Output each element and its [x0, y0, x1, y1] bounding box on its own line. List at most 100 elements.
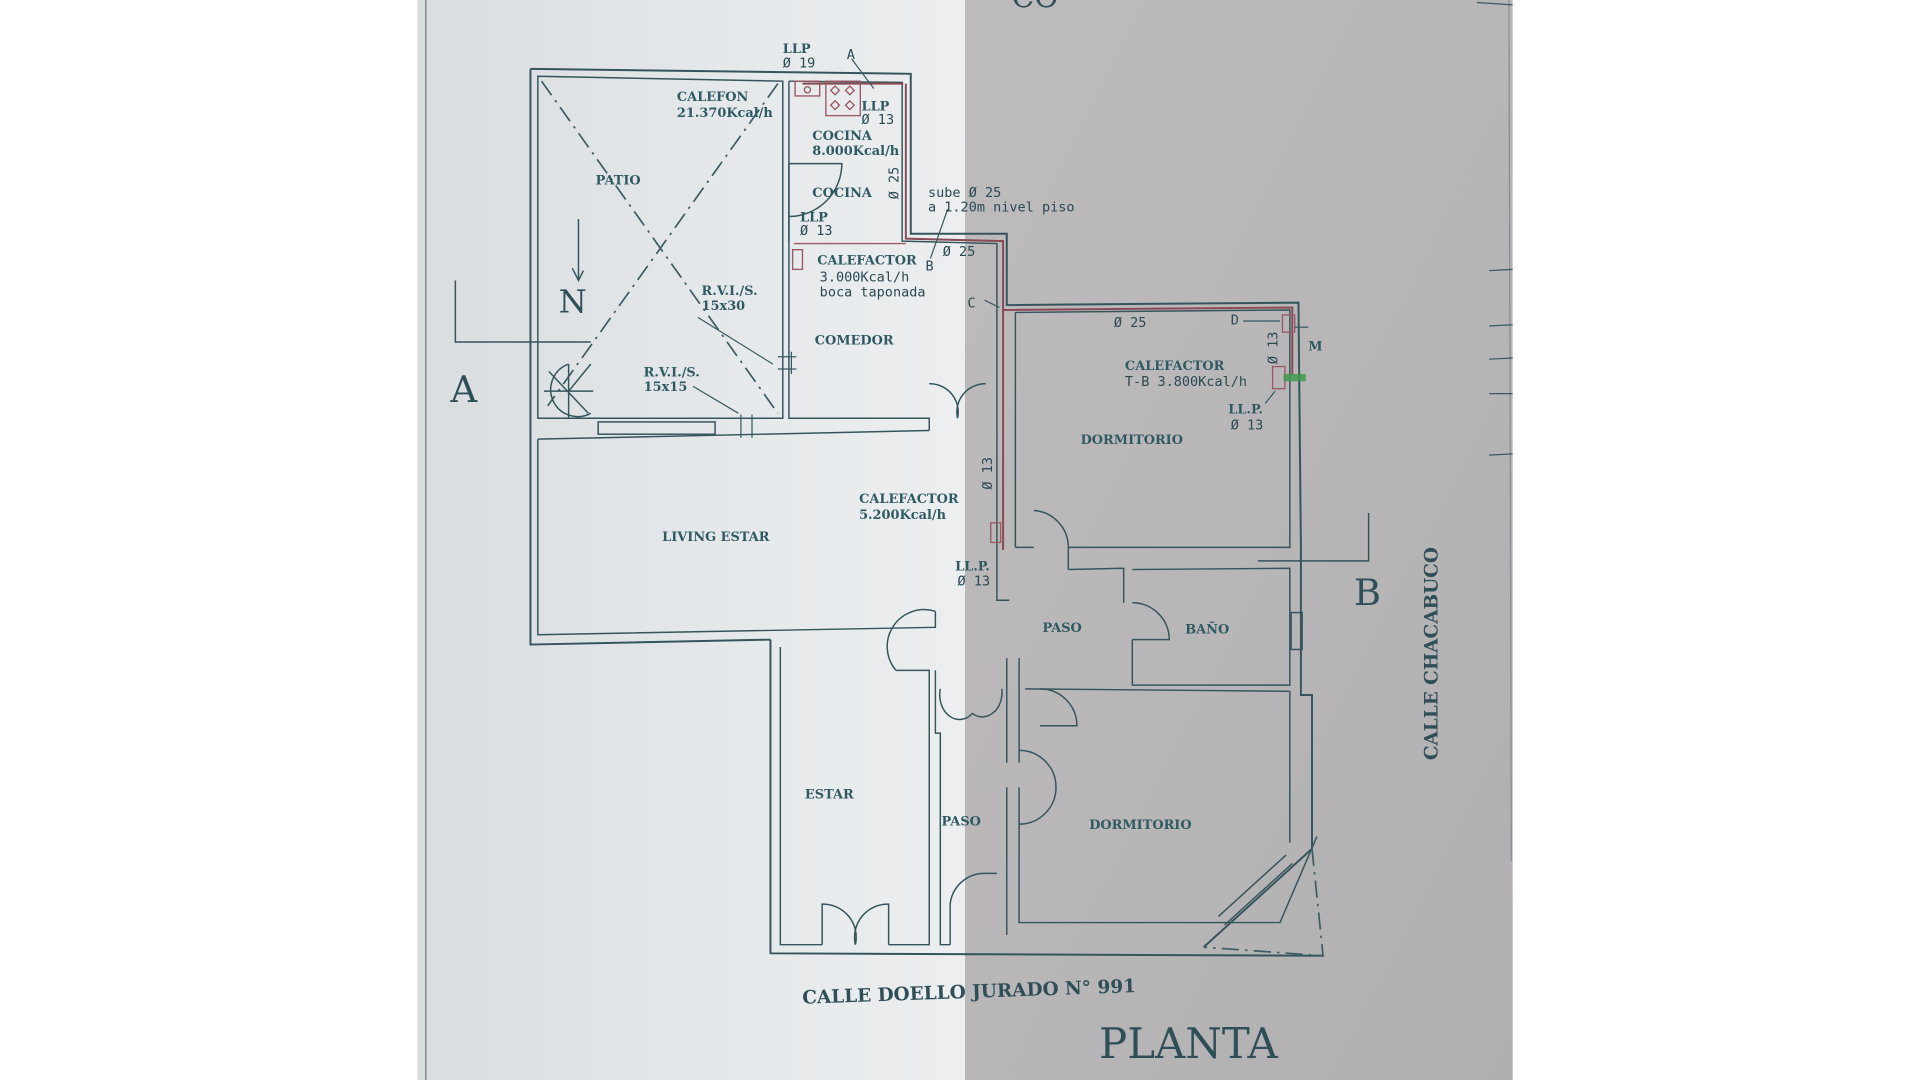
- meter-valve: [1283, 373, 1306, 382]
- north-arrow: [571, 218, 585, 283]
- paso-wall: [934, 670, 951, 946]
- stove-burners: [829, 85, 856, 111]
- estar-wall: [888, 669, 930, 946]
- llp-13-cocina-diameter: Ø 13: [862, 112, 895, 128]
- window: [597, 421, 716, 435]
- room-bano: BAÑO: [1185, 621, 1229, 637]
- point-c: C: [967, 296, 975, 312]
- stove-symbol: [825, 80, 861, 117]
- leader-llp: [1264, 390, 1276, 404]
- room-comedor: COMEDOR: [815, 333, 894, 348]
- section-label-b: B: [1354, 571, 1381, 614]
- outer-wall: [530, 67, 1302, 548]
- vent-15x15: [740, 414, 753, 438]
- patio-wall: [537, 75, 784, 419]
- gas-pipe-main: [904, 83, 1005, 550]
- estar-wall: [769, 639, 1324, 957]
- point-d: D: [1231, 313, 1239, 329]
- plan-title: PLANTA: [1099, 1019, 1278, 1068]
- llp-13-comedor-label: LLP: [800, 210, 828, 225]
- llp-19-diameter: Ø 19: [783, 56, 816, 72]
- patio-diagonal: [546, 83, 779, 407]
- grid-sheet-line: [1489, 268, 1513, 272]
- calefactor-symbol: [990, 522, 1002, 544]
- calefactor-comedor-power: 3.000Kcal/h: [820, 270, 910, 286]
- meter-box: [1281, 314, 1296, 333]
- patio-diagonal: [540, 80, 779, 414]
- gas-pipe-dormitorio: [1003, 306, 1294, 376]
- riser-note-1: sube Ø 25: [928, 185, 1001, 201]
- grid-sheet-line: [1476, 1, 1513, 6]
- paso-wall: [1006, 658, 1318, 935]
- kitchen-wall: [788, 80, 1010, 602]
- chamfer-window: [1217, 854, 1293, 926]
- chamfer-wall: [1203, 848, 1313, 948]
- room-patio: PATIO: [596, 174, 641, 189]
- top-heading-fragment: CO: [1012, 0, 1059, 14]
- calefactor-dormitorio-name: CALEFACTOR: [1125, 359, 1225, 374]
- llp-19-label: LLP: [783, 42, 811, 57]
- pipe-25-horizontal: Ø 25: [943, 244, 976, 260]
- paper-right-edge: [1508, 0, 1512, 862]
- paper-right-half: [964, 0, 1513, 1080]
- grid-sheet-line: [1489, 453, 1513, 456]
- riser-note-2: a 1.20m nivel piso: [928, 200, 1075, 216]
- grid-sheet-line: [1489, 357, 1513, 360]
- bano-window: [1290, 611, 1303, 651]
- living-wall: [537, 429, 930, 440]
- room-living: LIVING ESTAR: [662, 530, 770, 545]
- rvi-1-size: 15x30: [702, 299, 746, 314]
- pipe-25-dormitorio: Ø 25: [1114, 315, 1147, 331]
- vent-15x30: [777, 351, 797, 374]
- door-cocina: [788, 162, 843, 218]
- grid-sheet-line: [1489, 324, 1513, 327]
- rvi-2-label: R.V.I./S.: [644, 365, 700, 380]
- calefactor-comedor-name: CALEFACTOR: [817, 253, 917, 268]
- pipe-25-vertical: Ø 25: [886, 167, 902, 200]
- cocina-name: COCINA: [812, 129, 873, 144]
- room-cocina: COCINA: [812, 186, 873, 201]
- door-paso: [939, 688, 1003, 721]
- door-comedor: [929, 383, 986, 419]
- leader-c: [984, 299, 1000, 309]
- llp-13-dormitorio-label: LL.P.: [1228, 402, 1263, 417]
- section-label-a: A: [449, 368, 478, 411]
- estar-wall: [779, 647, 823, 946]
- outer-wall: [1299, 547, 1313, 849]
- comedor-wall: [788, 81, 930, 431]
- room-paso-2: PASO: [942, 814, 981, 829]
- room-dormitorio-1: DORMITORIO: [1081, 433, 1183, 448]
- room-paso-1: PASO: [1042, 621, 1081, 636]
- calefactor-dormitorio-power: T-B 3.800Kcal/h: [1125, 374, 1247, 390]
- calefon-power: 21.370Kcal/h: [677, 106, 773, 121]
- calefon-burner: [803, 86, 812, 94]
- leader-b: [929, 208, 949, 259]
- meter-label: M: [1308, 340, 1322, 355]
- llp-13-living-diameter: Ø 13: [958, 574, 991, 590]
- section-mark-a: [454, 280, 591, 343]
- rvi-2-size: 15x15: [644, 380, 688, 395]
- llp-13-cocina-label: LLP: [862, 100, 890, 115]
- llp-13-dormitorio-diameter: Ø 13: [1231, 417, 1264, 433]
- dormitorio-2-wall: [1025, 688, 1291, 843]
- living-wall: [529, 432, 771, 646]
- rvi-1-label: R.V.I./S.: [702, 284, 758, 299]
- point-b: B: [926, 259, 934, 275]
- calefon-name: CALEFON: [677, 90, 749, 105]
- section-mark-b: [1257, 512, 1370, 562]
- vent-leader: [692, 385, 739, 414]
- cocina-power: 8.000Kcal/h: [812, 144, 899, 159]
- door-estar: [886, 608, 936, 671]
- property-line: [1203, 848, 1325, 957]
- room-dormitorio-2: DORMITORIO: [1089, 818, 1191, 833]
- llp-13-living-label: LL.P.: [955, 560, 990, 575]
- north-label: N: [559, 282, 587, 320]
- stair-symbol: [544, 363, 594, 419]
- calefon-symbol: [794, 80, 821, 97]
- room-estar: ESTAR: [805, 787, 854, 802]
- living-wall: [537, 439, 937, 636]
- door-dormitorio-2: [1019, 688, 1078, 825]
- paper-left-half: [417, 0, 965, 1080]
- pipe-13-vertical: Ø 13: [980, 457, 996, 490]
